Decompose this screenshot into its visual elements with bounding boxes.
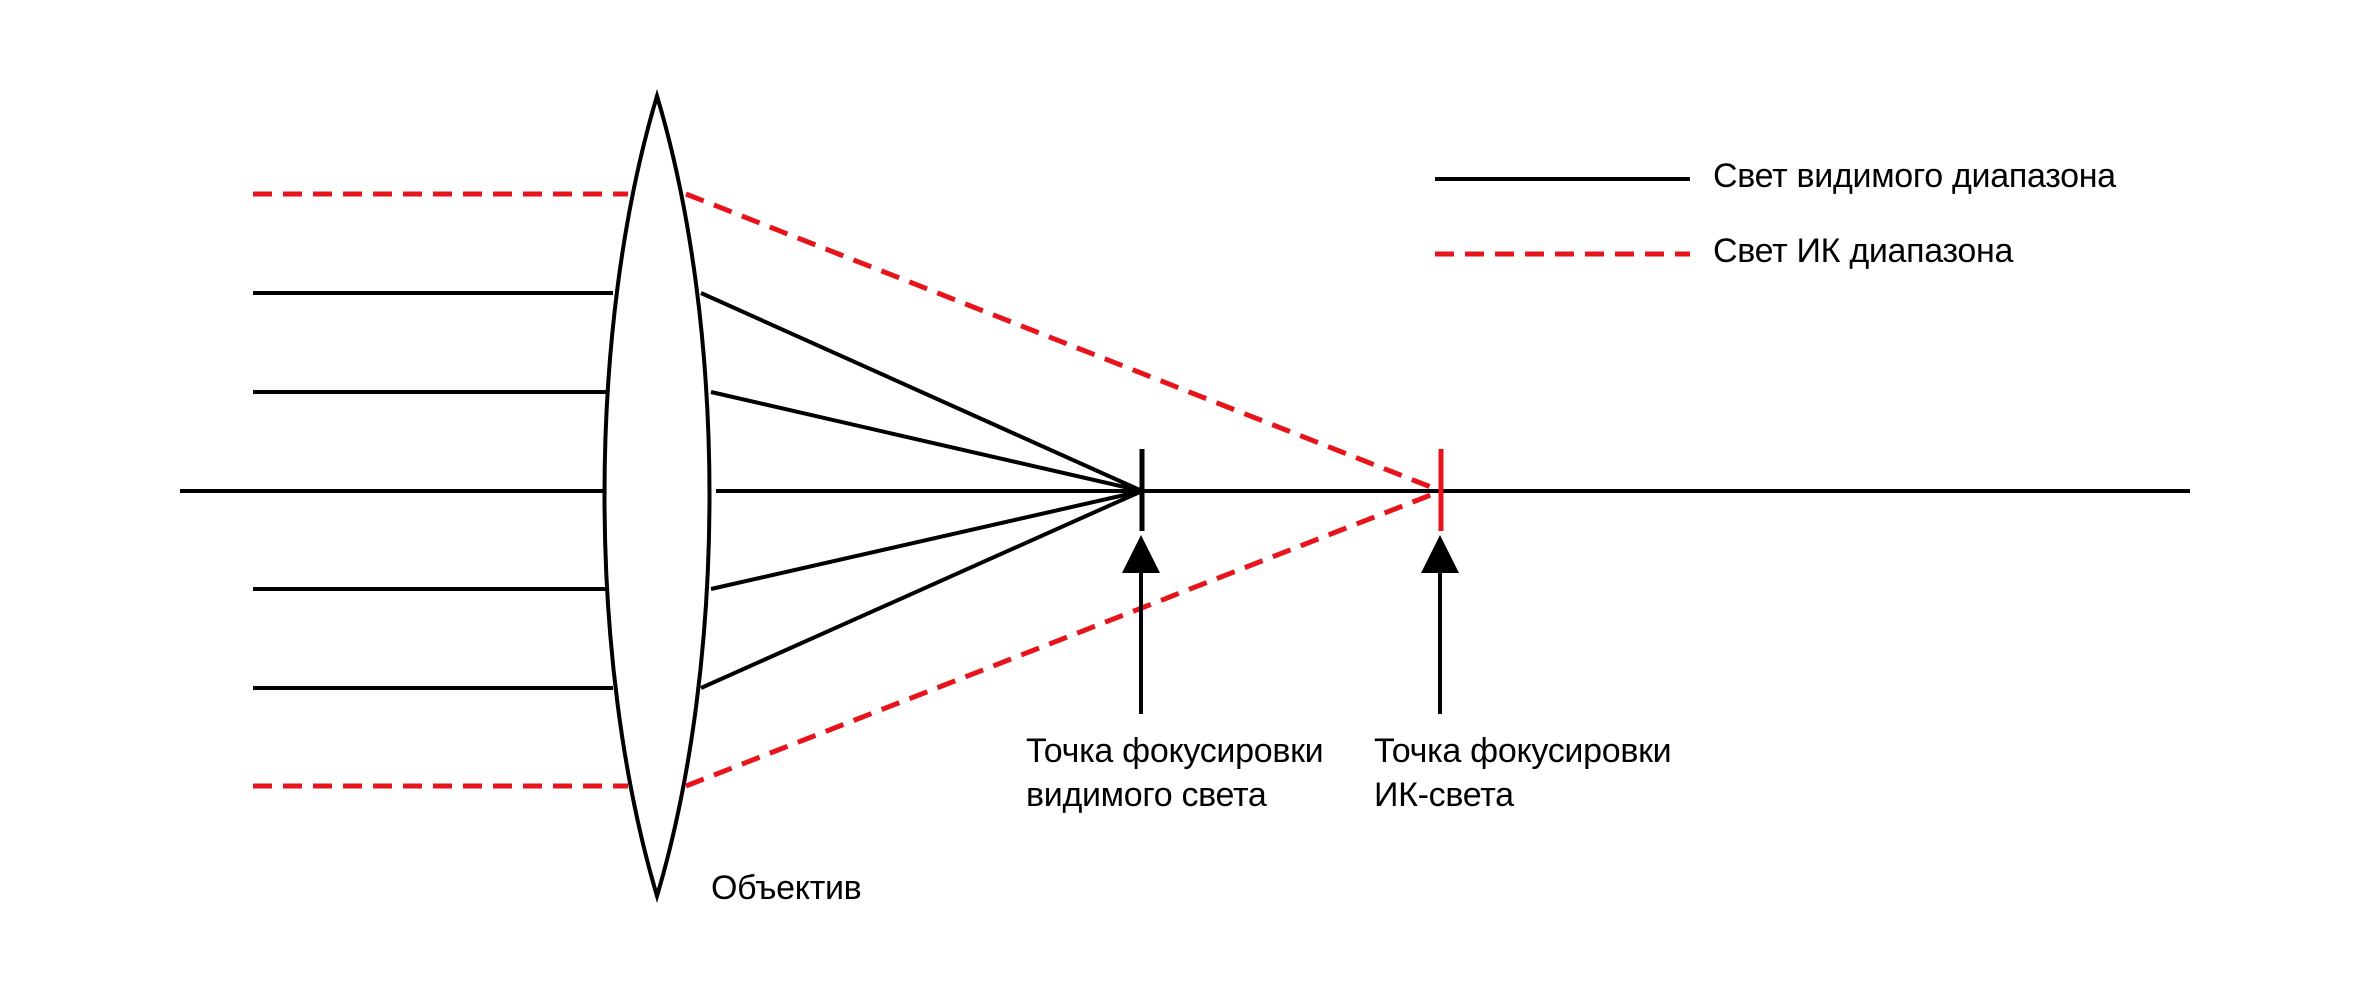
ir-focus-label-line2: ИК-света [1374,776,1514,814]
visible-ray-refracted-3 [710,489,1143,591]
visible-ray-refracted-1 [700,291,1143,493]
refracted-ir-rays [685,191,1442,789]
lens-shape [602,89,712,904]
ir-focus-label-line1: Точка фокусировки [1374,732,1671,770]
visible-ray-refracted-2 [710,390,1143,493]
incoming-ir-rays [253,191,628,789]
visible-focus-label-line2: видимого света [1026,776,1267,814]
visible-ray-refracted-4 [700,489,1143,690]
ir-focus-arrow [1421,535,1459,714]
legend: Свет видимого диапазона Свет ИК диапазон… [1435,157,2116,270]
ir-ray-refracted-top [685,191,1442,494]
visible-focus-label-line1: Точка фокусировки [1026,732,1323,770]
ir-ray-refracted-bottom [685,488,1442,789]
refracted-visible-rays [700,291,1143,690]
visible-focus-arrow [1122,535,1160,714]
incoming-visible-rays [253,291,613,690]
lens-label: Объектив [711,869,861,907]
legend-visible-label: Свет видимого диапазона [1713,157,2116,195]
legend-ir-label: Свет ИК диапазона [1713,232,2013,270]
